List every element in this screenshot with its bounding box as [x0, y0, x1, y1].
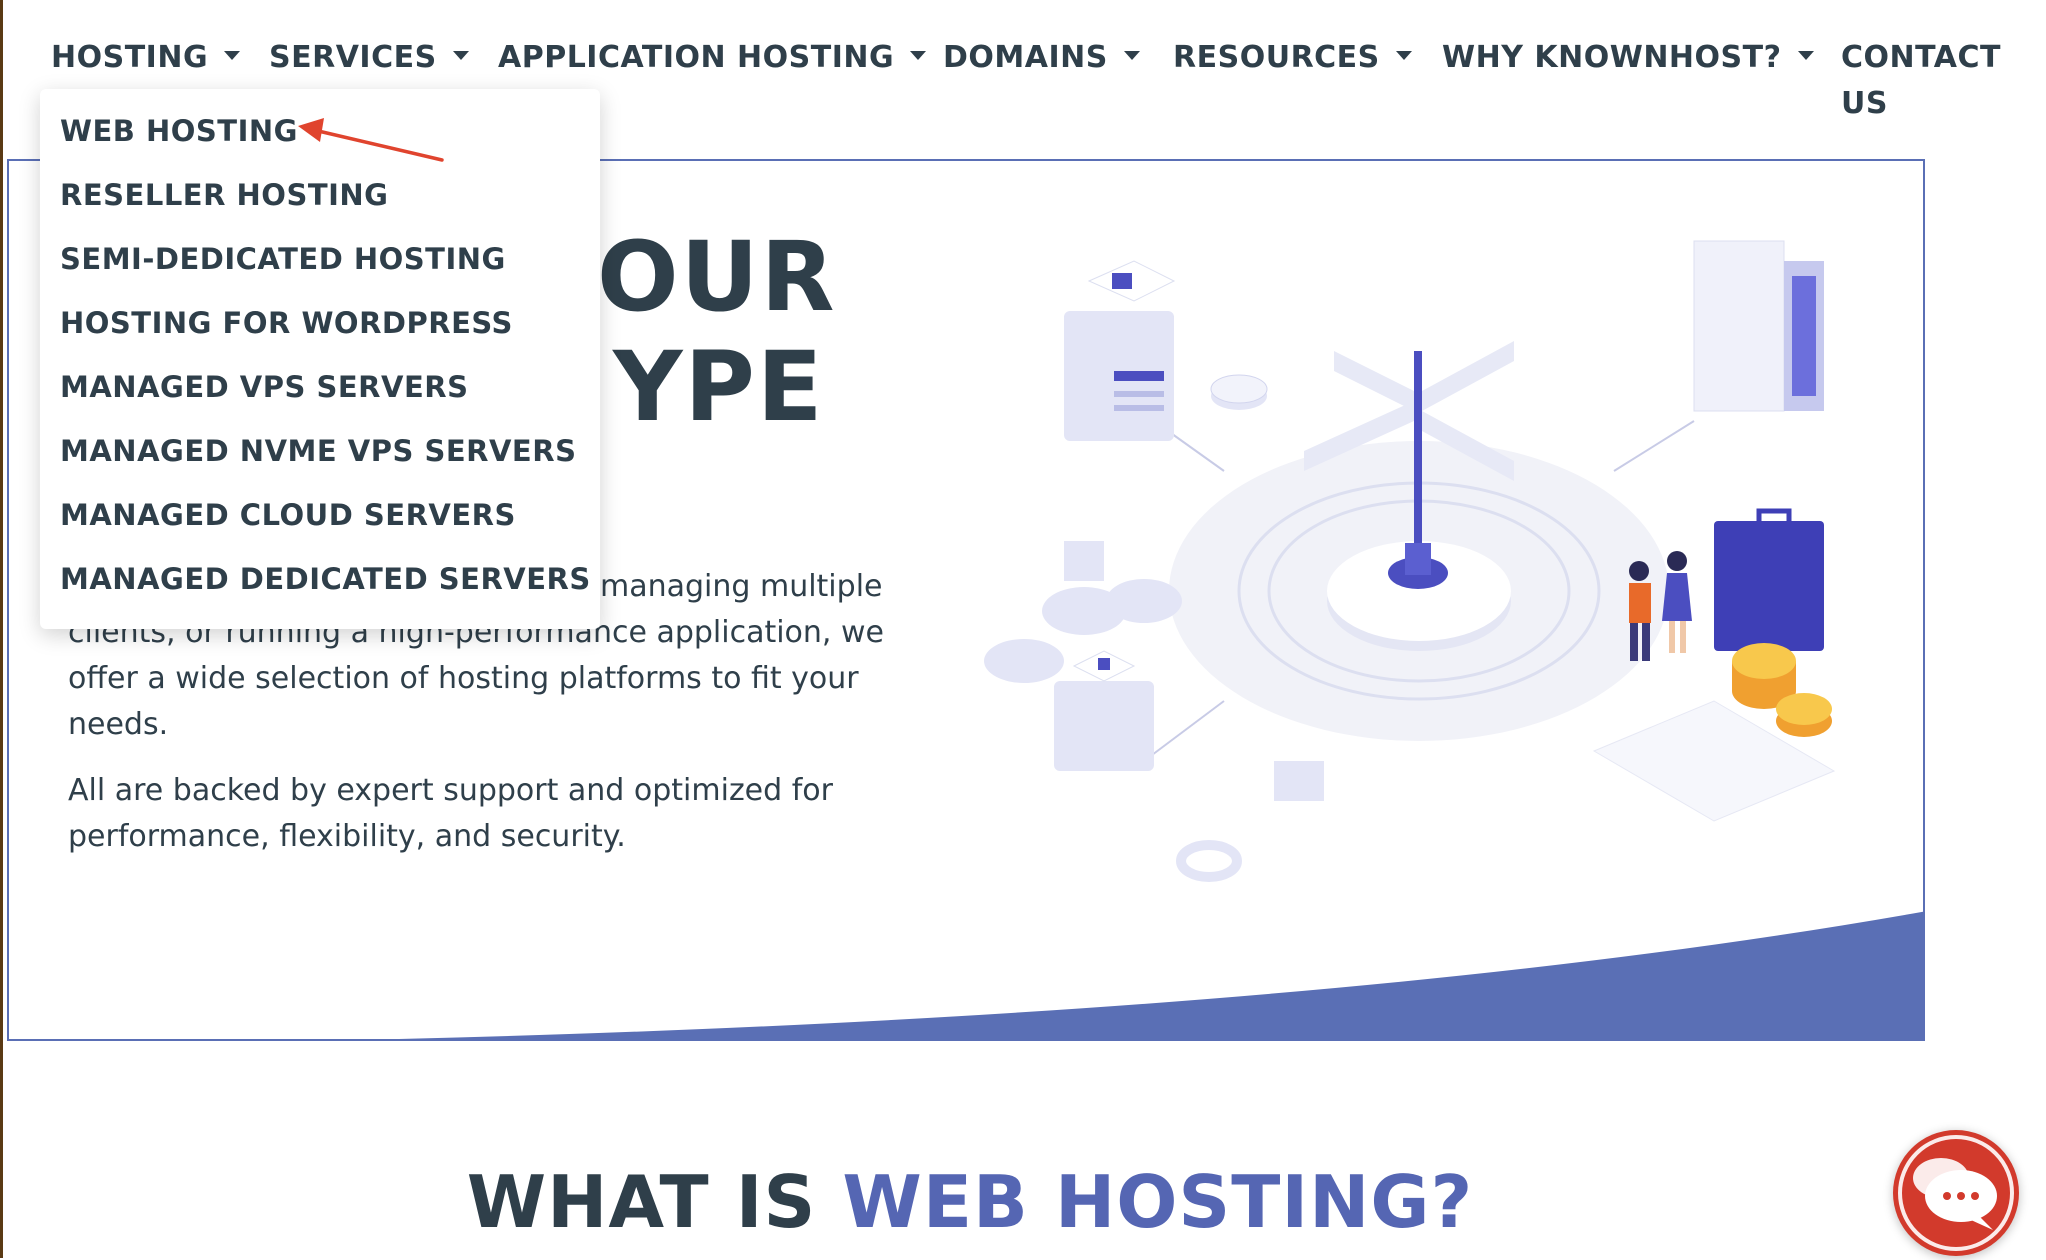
nav-contact-line1: CONTACT — [1841, 40, 2001, 75]
nav-item-contact-us[interactable]: CONTACT US — [1841, 35, 2001, 127]
dropdown-item-web-hosting[interactable]: WEB HOSTING — [60, 114, 298, 148]
caret-down-icon — [910, 51, 927, 60]
dropdown-item-managed-cloud-servers[interactable]: MANAGED CLOUD SERVERS — [60, 498, 516, 532]
section-heading: WHAT IS WEB HOSTING? — [0, 1160, 1940, 1244]
section-heading-accent: WEB HOSTING? — [842, 1160, 1474, 1244]
nav-item-label: HOSTING — [51, 40, 209, 75]
hero-title-line1: OUR — [597, 221, 837, 333]
hero-paragraph-line: All are backed by expert support and opt… — [68, 773, 833, 808]
dropdown-item-semi-dedicated-hosting[interactable]: SEMI-DEDICATED HOSTING — [60, 242, 506, 276]
annotation-arrow-icon — [298, 118, 444, 162]
nav-item-hosting[interactable]: HOSTING — [51, 40, 241, 75]
main-navigation: HOSTING SERVICES APPLICATION HOSTING DOM… — [0, 0, 2046, 150]
nav-item-label: DOMAINS — [943, 40, 1108, 75]
nav-item-why-knownhost[interactable]: WHY KNOWNHOST? — [1442, 40, 1814, 75]
caret-down-icon — [1395, 51, 1412, 60]
nav-item-label: RESOURCES — [1173, 40, 1380, 75]
page-left-edge — [0, 0, 3, 1258]
nav-item-services[interactable]: SERVICES — [269, 40, 469, 75]
hero-title-line2: YPE — [613, 331, 825, 443]
hero-wave-shape — [398, 911, 1923, 1039]
nav-contact-line2: US — [1841, 86, 1888, 121]
hosting-dropdown-menu: WEB HOSTING RESELLER HOSTING SEMI-DEDICA… — [40, 89, 600, 629]
nav-item-application-hosting[interactable]: APPLICATION HOSTING — [498, 40, 927, 75]
hosting-illustration — [984, 240, 1836, 882]
section-heading-part1: WHAT IS — [466, 1160, 843, 1244]
page-right-edge — [2040, 0, 2046, 1258]
nav-item-label: APPLICATION HOSTING — [498, 40, 895, 75]
caret-down-icon — [452, 51, 469, 60]
hero-paragraph-line: managing multiple — [600, 569, 883, 604]
dropdown-item-managed-nvme-vps-servers[interactable]: MANAGED NVME VPS SERVERS — [60, 434, 577, 468]
chat-bubble-icon — [1898, 1135, 2014, 1251]
dropdown-item-managed-vps-servers[interactable]: MANAGED VPS SERVERS — [60, 370, 469, 404]
dropdown-item-hosting-for-wordpress[interactable]: HOSTING FOR WORDPRESS — [60, 306, 513, 340]
dropdown-item-managed-dedicated-servers[interactable]: MANAGED DEDICATED SERVERS — [60, 562, 591, 596]
dropdown-item-reseller-hosting[interactable]: RESELLER HOSTING — [60, 178, 389, 212]
hero-paragraph-line: performance, flexibility, and security. — [68, 819, 626, 854]
hero-paragraph-line: needs. — [68, 707, 169, 742]
nav-item-domains[interactable]: DOMAINS — [943, 40, 1140, 75]
hero-paragraph-line: offer a wide selection of hosting platfo… — [68, 661, 859, 696]
hero-paragraph-2: All are backed by expert support and opt… — [68, 768, 948, 860]
caret-down-icon — [224, 51, 241, 60]
chat-button[interactable] — [1893, 1130, 2019, 1256]
caret-down-icon — [1123, 51, 1140, 60]
nav-item-resources[interactable]: RESOURCES — [1173, 40, 1412, 75]
caret-down-icon — [1797, 51, 1814, 60]
nav-item-label: SERVICES — [269, 40, 437, 75]
nav-item-label: WHY KNOWNHOST? — [1442, 40, 1782, 75]
